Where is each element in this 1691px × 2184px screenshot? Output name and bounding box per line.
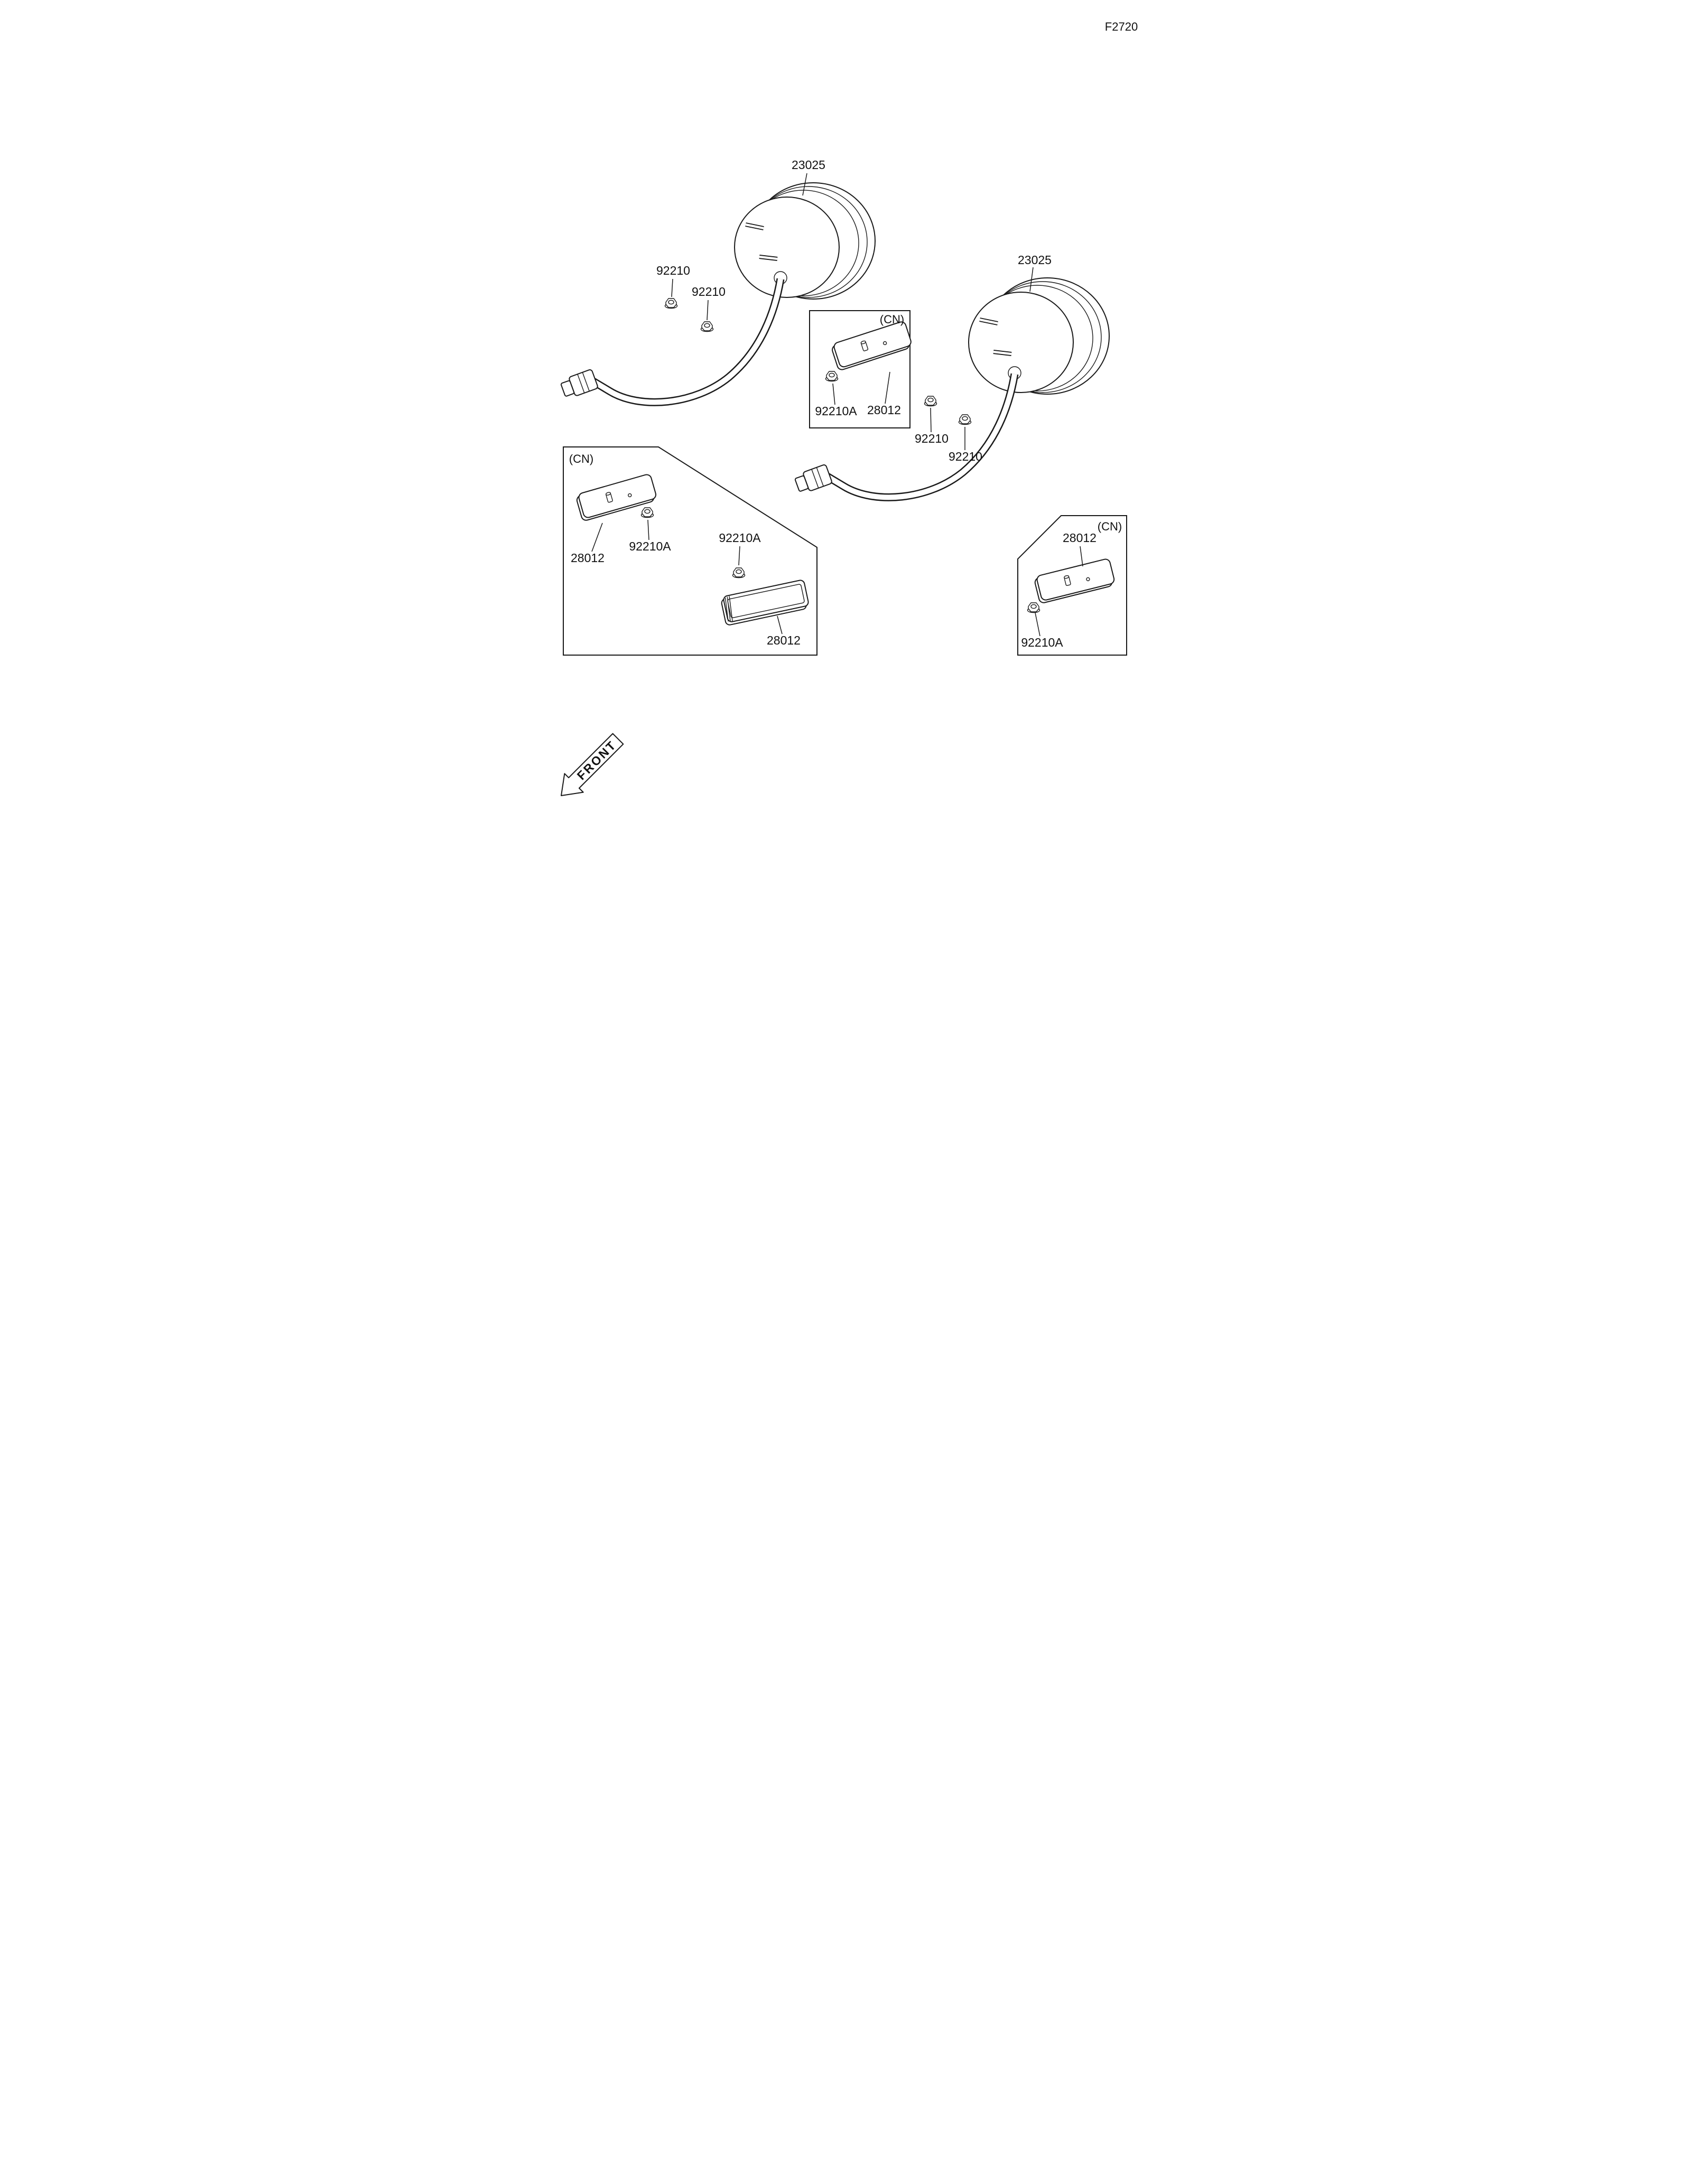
part-label-28012-middle: 28012	[867, 403, 901, 417]
cn-label-bottom-right: (CN)	[1098, 520, 1122, 533]
nut-92210a-bottom-left-2	[732, 567, 746, 578]
reflector-middle-box	[830, 320, 914, 371]
leader-line-nut-a-middle	[832, 383, 835, 405]
parts-diagram: F2720 23025 23025 92210 92210 92210 9221…	[528, 20, 1138, 796]
leader-line-lamp-left	[802, 173, 807, 196]
front-arrow-shape	[561, 733, 624, 796]
part-label-92210-1: 92210	[656, 264, 690, 277]
part-label-92210-4: 92210	[949, 450, 982, 463]
leader-line-reflector-middle	[885, 371, 890, 404]
part-label-28012-bl-back: 28012	[571, 551, 605, 565]
nut-92210a-bottom-left-1	[640, 507, 654, 518]
part-label-92210a-br: 92210A	[1021, 636, 1063, 649]
leader-line-reflector-bl-front	[777, 615, 783, 634]
part-label-23025-right: 23025	[1018, 253, 1052, 267]
part-label-23025-left: 23025	[792, 158, 825, 172]
part-label-92210-2: 92210	[692, 285, 726, 298]
parts-diagram-page: F2720 23025 23025 92210 92210 92210 9221…	[528, 0, 1163, 819]
cn-box-bottom-left	[563, 446, 817, 656]
cn-box-middle	[809, 310, 910, 428]
part-label-92210a-bl-2: 92210A	[719, 531, 761, 545]
part-label-28012-bl-front: 28012	[767, 633, 801, 647]
leader-line-nut-2	[707, 300, 709, 321]
reflector-bottom-left-front	[720, 578, 811, 627]
leader-line-reflector-br	[1080, 546, 1083, 567]
cn-box-bottom-right	[1017, 515, 1127, 656]
part-label-92210a-bl-1: 92210A	[629, 539, 671, 553]
nut-92210-2	[700, 321, 714, 332]
cn-label-bottom-left: (CN)	[569, 452, 593, 465]
nut-92210a-bottom-right	[1027, 602, 1040, 613]
figure-code: F2720	[1105, 20, 1138, 33]
part-label-92210-3: 92210	[915, 432, 949, 445]
reflector-bottom-right	[1033, 557, 1117, 604]
part-label-28012-br: 28012	[1063, 531, 1097, 545]
front-label: FRONT	[574, 738, 619, 782]
part-label-92210a-middle: 92210A	[815, 404, 857, 418]
cn-label-middle: (CN)	[880, 313, 904, 326]
nut-92210-3	[924, 396, 937, 407]
nut-92210a-middle	[825, 371, 839, 382]
nut-92210-1	[664, 298, 678, 309]
leader-line-reflector-bl-back	[591, 522, 603, 552]
leader-line-nut-1	[671, 278, 673, 297]
leader-line-nut-a-bl-1	[647, 519, 649, 540]
leader-line-nut-a-br	[1035, 612, 1040, 637]
leader-line-nut-a-bl-2	[738, 546, 740, 566]
front-arrow: FRONT	[561, 733, 624, 796]
leader-line-lamp-right	[1029, 267, 1034, 292]
nut-92210-4	[958, 414, 972, 425]
